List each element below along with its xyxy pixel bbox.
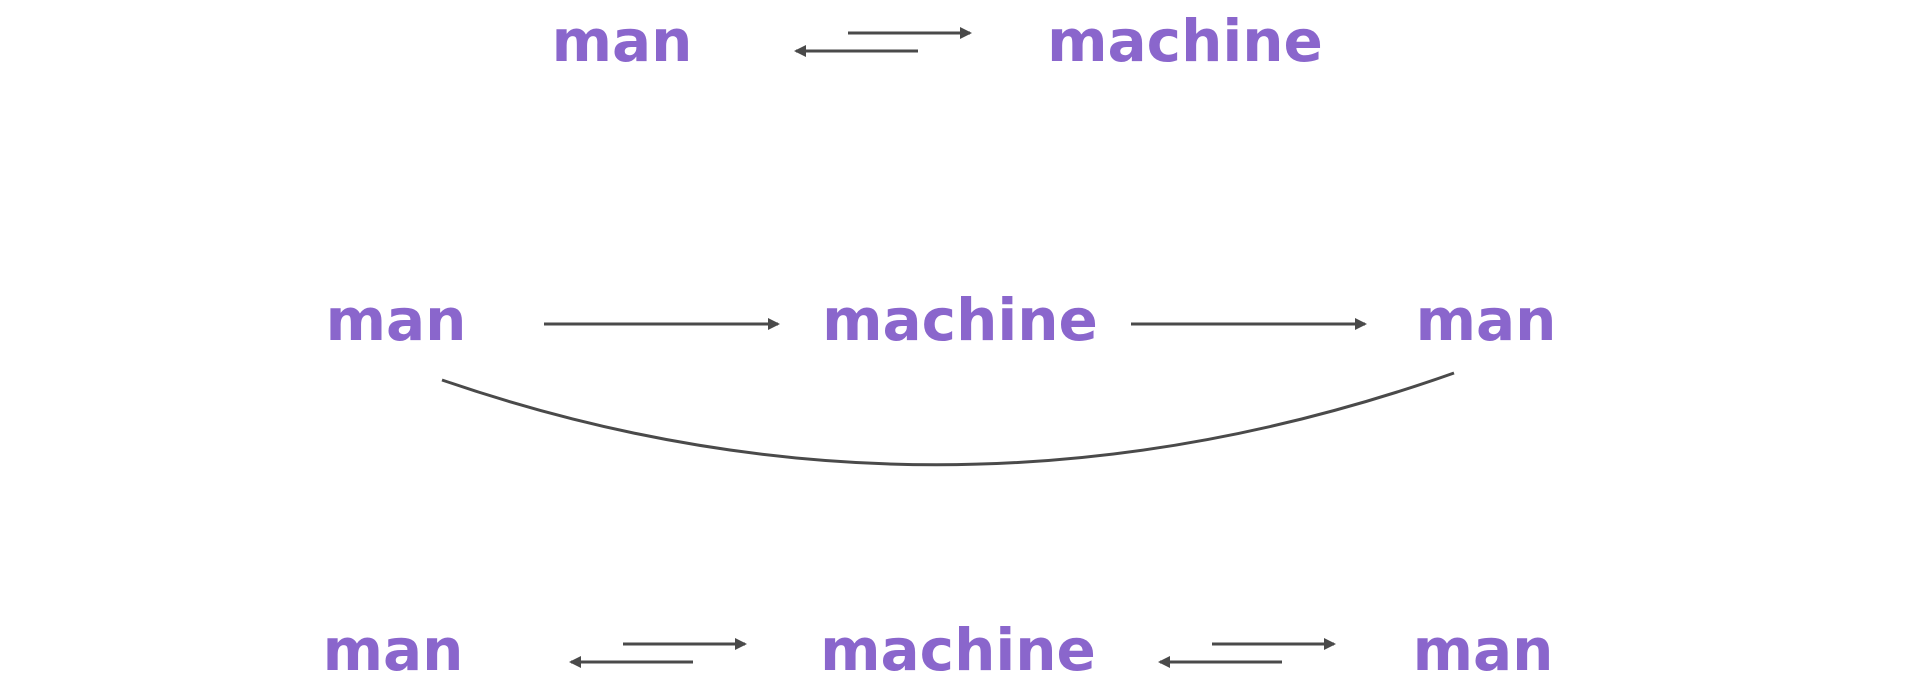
row-2: man machine man (326, 286, 1557, 467)
row-1-word-man: man (552, 7, 693, 75)
row-1-exchange-arrows (794, 27, 972, 57)
row-3: man machine man (323, 616, 1554, 684)
row-2-word-man-left: man (326, 286, 467, 354)
row-3-exchange-arrows-2 (1158, 638, 1336, 668)
row-3-word-man-right: man (1413, 616, 1554, 684)
row-2-word-man-right: man (1416, 286, 1557, 354)
row-2-return-curve (441, 371, 1455, 467)
row-3-word-machine: machine (820, 616, 1096, 684)
row-3-exchange-arrows-1 (569, 638, 747, 668)
row-1-word-machine: machine (1047, 7, 1323, 75)
row-3-word-man-left: man (323, 616, 464, 684)
row-2-word-machine: machine (822, 286, 1098, 354)
row-1: man machine (552, 7, 1323, 75)
